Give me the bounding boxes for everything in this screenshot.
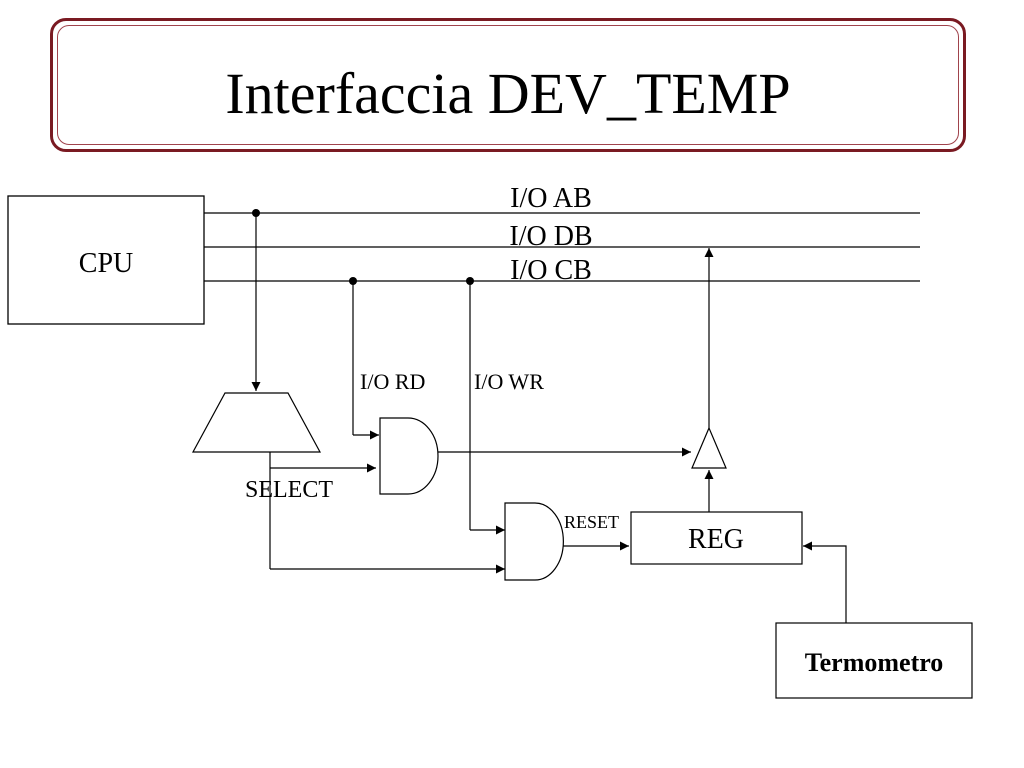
read-signal-label: I/O RD bbox=[360, 369, 425, 394]
register-label: REG bbox=[688, 524, 744, 555]
read-and-gate bbox=[379, 417, 439, 495]
thermometer-label: Termometro bbox=[805, 648, 944, 677]
title-box: Interfaccia DEV_TEMP bbox=[50, 18, 966, 152]
write-and-gate bbox=[504, 502, 564, 581]
cpu-block bbox=[7, 195, 205, 325]
address-decoder bbox=[191, 392, 322, 453]
thermometer-block bbox=[775, 622, 973, 699]
address-bus-label: I/O AB bbox=[510, 183, 592, 214]
reset-label: RESET bbox=[564, 512, 619, 532]
register-block bbox=[630, 511, 803, 565]
write-signal-label: I/O WR bbox=[474, 369, 544, 394]
tristate-buffer bbox=[691, 426, 727, 469]
control-bus-label: I/O CB bbox=[510, 255, 592, 286]
select-label: SELECT bbox=[245, 477, 333, 503]
thermometer-to-register-wire bbox=[803, 541, 847, 623]
data-bus-label: I/O DB bbox=[509, 221, 592, 252]
cpu-label: CPU bbox=[79, 248, 133, 279]
